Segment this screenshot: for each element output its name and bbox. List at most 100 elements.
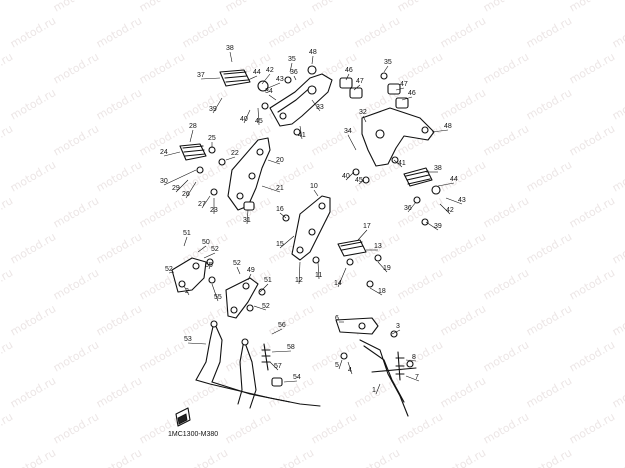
part-callout-53: 53 [184,336,192,343]
watermark-text: motod.ru [438,374,488,410]
part-callout-45: 45 [255,118,263,125]
leader-line [311,99,321,112]
part-callout-51: 51 [183,230,191,237]
watermark-text: motod.ru [438,158,488,194]
part-callout-3: 3 [396,323,400,330]
part-callout-19: 19 [383,265,391,272]
leader-line [257,107,260,126]
part-callout-43: 43 [276,76,284,83]
rear-footrest-right [352,72,441,226]
part-callout-7: 7 [415,374,419,381]
part-callout-16: 16 [276,206,284,213]
watermark-text: motod.ru [8,374,58,410]
part-callout-29: 29 [172,185,180,192]
part-callout-49: 49 [247,267,255,274]
part-callout-13: 13 [374,243,382,250]
part-callout-1: 1 [372,387,376,394]
part-callout-46: 46 [408,90,416,97]
watermark-text: motod.ru [266,446,316,468]
watermark-text: motod.ru [94,86,144,122]
part-callout-20: 20 [276,157,284,164]
watermark-text: motod.ru [8,158,58,194]
leader-line [383,65,389,73]
leader-line [391,329,401,335]
part-callout-39: 39 [209,106,217,113]
part-callout-41: 41 [298,132,306,139]
leader-line [439,203,451,215]
leader-line [225,156,236,161]
leader-line [163,169,197,186]
watermark-text: motod.ru [309,410,359,446]
leader-line [353,84,361,91]
watermark-text: motod.ru [438,230,488,266]
watermark-text: motod.ru [51,0,101,15]
watermark-text: motod.ru [137,0,187,15]
part-callout-44: 44 [253,69,261,76]
watermark-text: motod.ru [395,410,445,446]
leader-line [247,273,252,281]
watermark-text: motod.ru [8,86,58,122]
leader-line [187,342,207,345]
watermark-text: motod.ru [137,194,187,230]
part-callout-26: 26 [182,191,190,198]
watermark-text: motod.ru [395,266,445,302]
leader-line [163,151,181,157]
part-callout-52: 52 [165,266,173,273]
watermark-text: motod.ru [610,158,625,194]
leader-line [243,109,251,124]
leader-line [183,236,188,247]
part-callout-45: 45 [355,177,363,184]
leader-line [425,221,439,231]
part-callout-44: 44 [450,176,458,183]
leader-line [405,375,420,382]
leader-line [337,267,347,288]
leader-line [271,328,283,335]
watermark-text: motod.ru [94,446,144,468]
watermark-text: motod.ru [0,410,15,446]
part-callout-55: 55 [205,262,213,269]
leader-line [289,62,293,73]
part-callout-47: 47 [400,81,408,88]
part-callout-38: 38 [226,45,234,52]
watermark-text: motod.ru [567,338,617,374]
leader-line [283,380,298,383]
watermark-text: motod.ru [524,302,574,338]
watermark-text: motod.ru [94,230,144,266]
watermark-text: motod.ru [94,302,144,338]
watermark-text: motod.ru [610,86,625,122]
watermark-text: motod.ru [51,266,101,302]
part-callout-46: 46 [345,67,353,74]
watermark-text: motod.ru [610,374,625,410]
part-callout-8: 8 [412,354,416,361]
leader-line [358,179,365,185]
leader-line [259,283,269,293]
leader-line [279,212,287,219]
part-callout-36: 36 [404,205,412,212]
watermark-text: motod.ru [309,0,359,15]
leader-line [401,96,413,101]
watermark-text: motod.ru [223,410,273,446]
leader-line [261,73,271,85]
part-callout-35: 35 [288,56,296,63]
watermark-text: motod.ru [481,50,531,86]
leader-line [229,51,233,63]
watermark-text: motod.ru [352,374,402,410]
part-callout-6: 6 [335,315,339,322]
watermark-text: motod.ru [610,302,625,338]
watermark-text: motod.ru [8,14,58,50]
watermark-text: motod.ru [0,0,15,15]
watermark-text: motod.ru [94,158,144,194]
leader-line [338,359,343,370]
watermark-text: motod.ru [51,194,101,230]
watermark-text: motod.ru [567,122,617,158]
watermark-text: motod.ru [481,194,531,230]
watermark-text: motod.ru [524,374,574,410]
leader-line [299,125,303,140]
watermark-text: motod.ru [8,230,58,266]
part-callout-4: 4 [348,367,352,374]
leader-line [197,245,207,253]
watermark-text: motod.ru [137,338,187,374]
leader-line [267,159,281,165]
part-callout-21: 21 [276,185,284,192]
part-callout-35: 35 [384,59,392,66]
